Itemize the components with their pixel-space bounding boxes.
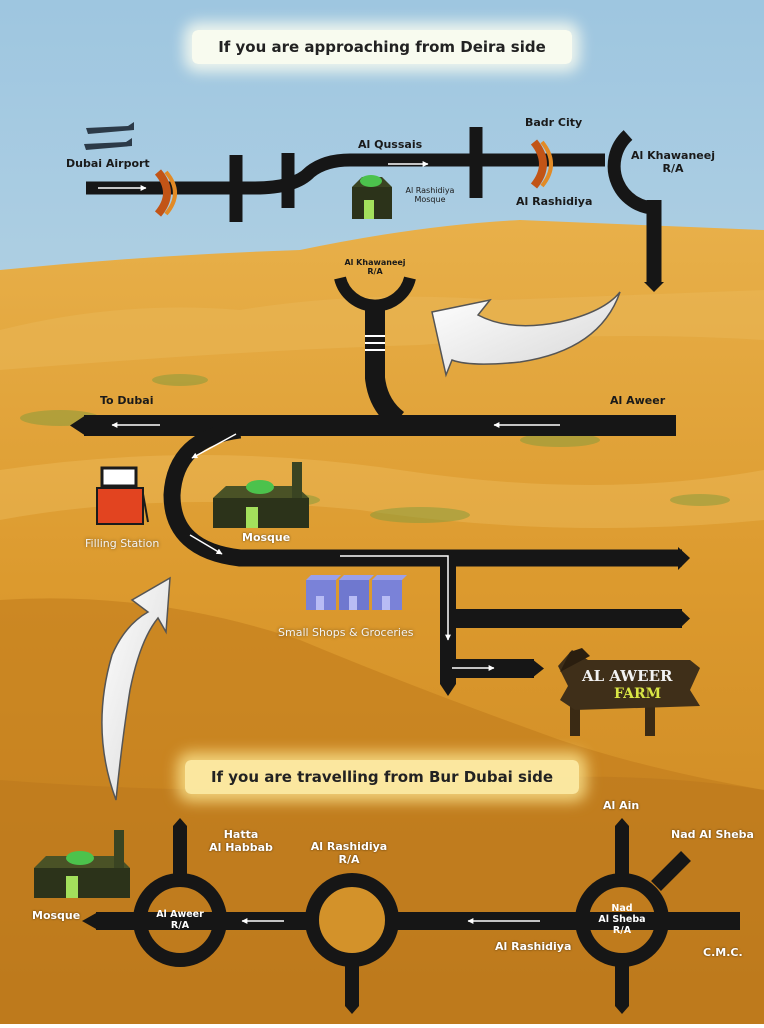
top-banner: If you are approaching from Deira side (0, 30, 764, 64)
label-al-qussais: Al Qussais (358, 138, 423, 151)
road-end (615, 818, 629, 826)
road-end (345, 1006, 359, 1014)
farm-sign-line1: AL AWEER (582, 667, 673, 685)
fuel-pump-icon (96, 466, 149, 525)
khawaneej-arc (334, 276, 416, 312)
feeder-stripes (365, 335, 385, 351)
label-al-rashidiya-top: Al Rashidiya (516, 195, 593, 208)
road-end (678, 547, 690, 570)
flyover-highlight (540, 140, 553, 188)
flyover-icon (530, 139, 547, 189)
label-badr-city: Badr City (525, 116, 583, 129)
label-hatta: Hatta Al Habbab (209, 828, 273, 854)
label-to-dubai: To Dubai (100, 394, 154, 407)
flyover-highlight (164, 170, 177, 216)
road-end (680, 609, 690, 628)
label-al-rashidiya-bottom: Al Rashidiya (495, 940, 572, 953)
label-al-ain: Al Ain (603, 799, 640, 812)
top-banner-text: If you are approaching from Deira side (192, 30, 572, 64)
road-end-top (644, 282, 664, 292)
farm-sign-line2: FARM (614, 686, 662, 702)
label-nad-al-sheba-ra: Nad Al Sheba R/A (598, 903, 646, 936)
service-arrows (340, 555, 495, 671)
label-cmc: C.M.C. (703, 946, 743, 959)
roundabout-al-aweer (133, 873, 227, 967)
label-mosque-mid: Mosque (242, 531, 291, 544)
road-end (532, 659, 544, 678)
bottom-banner: If you are travelling from Bur Dubai sid… (0, 760, 764, 794)
curved-arrow-icon (431, 291, 621, 378)
roads-top (86, 127, 662, 282)
dune-light (0, 455, 764, 528)
label-al-aweer-ra: Al Aweer R/A (156, 909, 204, 931)
label-small-shops: Small Shops & Groceries (278, 626, 414, 639)
label-mosque-bottom: Mosque (32, 909, 81, 922)
road-end (440, 684, 456, 696)
main-road (84, 415, 676, 436)
wooden-farm-sign (558, 648, 700, 736)
flyover-icon (154, 169, 171, 217)
label-dubai-airport: Dubai Airport (66, 157, 150, 170)
mosque-icon (352, 175, 392, 219)
airplanes-icon (84, 122, 134, 150)
road-end (82, 912, 98, 930)
label-nad-al-sheba: Nad Al Sheba (671, 828, 754, 841)
road-arrows-top (98, 161, 429, 191)
u-turn-road (163, 421, 682, 567)
label-filling-station: Filling Station (85, 537, 160, 550)
shops-icon (306, 575, 407, 610)
roundabout-nad-al-sheba (575, 873, 669, 967)
desert-shrubs (20, 374, 730, 523)
label-al-khawaneej-top: Al Khawaneej R/A (631, 149, 715, 175)
label-al-rashidiya-ra: Al Rashidiya R/A (310, 840, 388, 866)
main-road-end (70, 415, 86, 436)
label-al-aweer: Al Aweer (610, 394, 666, 407)
side-road-1 (456, 609, 682, 628)
curved-arrow-icon (101, 576, 171, 801)
label-al-rashidiya-mosque: Al Rashidiya Mosque (405, 186, 455, 204)
road-end (173, 818, 187, 826)
side-road-2 (456, 659, 534, 678)
bottom-banner-text: If you are travelling from Bur Dubai sid… (184, 760, 580, 794)
mosque-icon (213, 462, 309, 528)
bottom-spurs (173, 826, 691, 1006)
mosque-icon (34, 830, 130, 898)
label-al-khawaneej-mid: Al Khawaneej R/A (344, 258, 406, 276)
road-end (615, 1006, 629, 1014)
roundabout-al-rashidiya (305, 873, 399, 967)
u-turn-arrows (189, 433, 237, 555)
